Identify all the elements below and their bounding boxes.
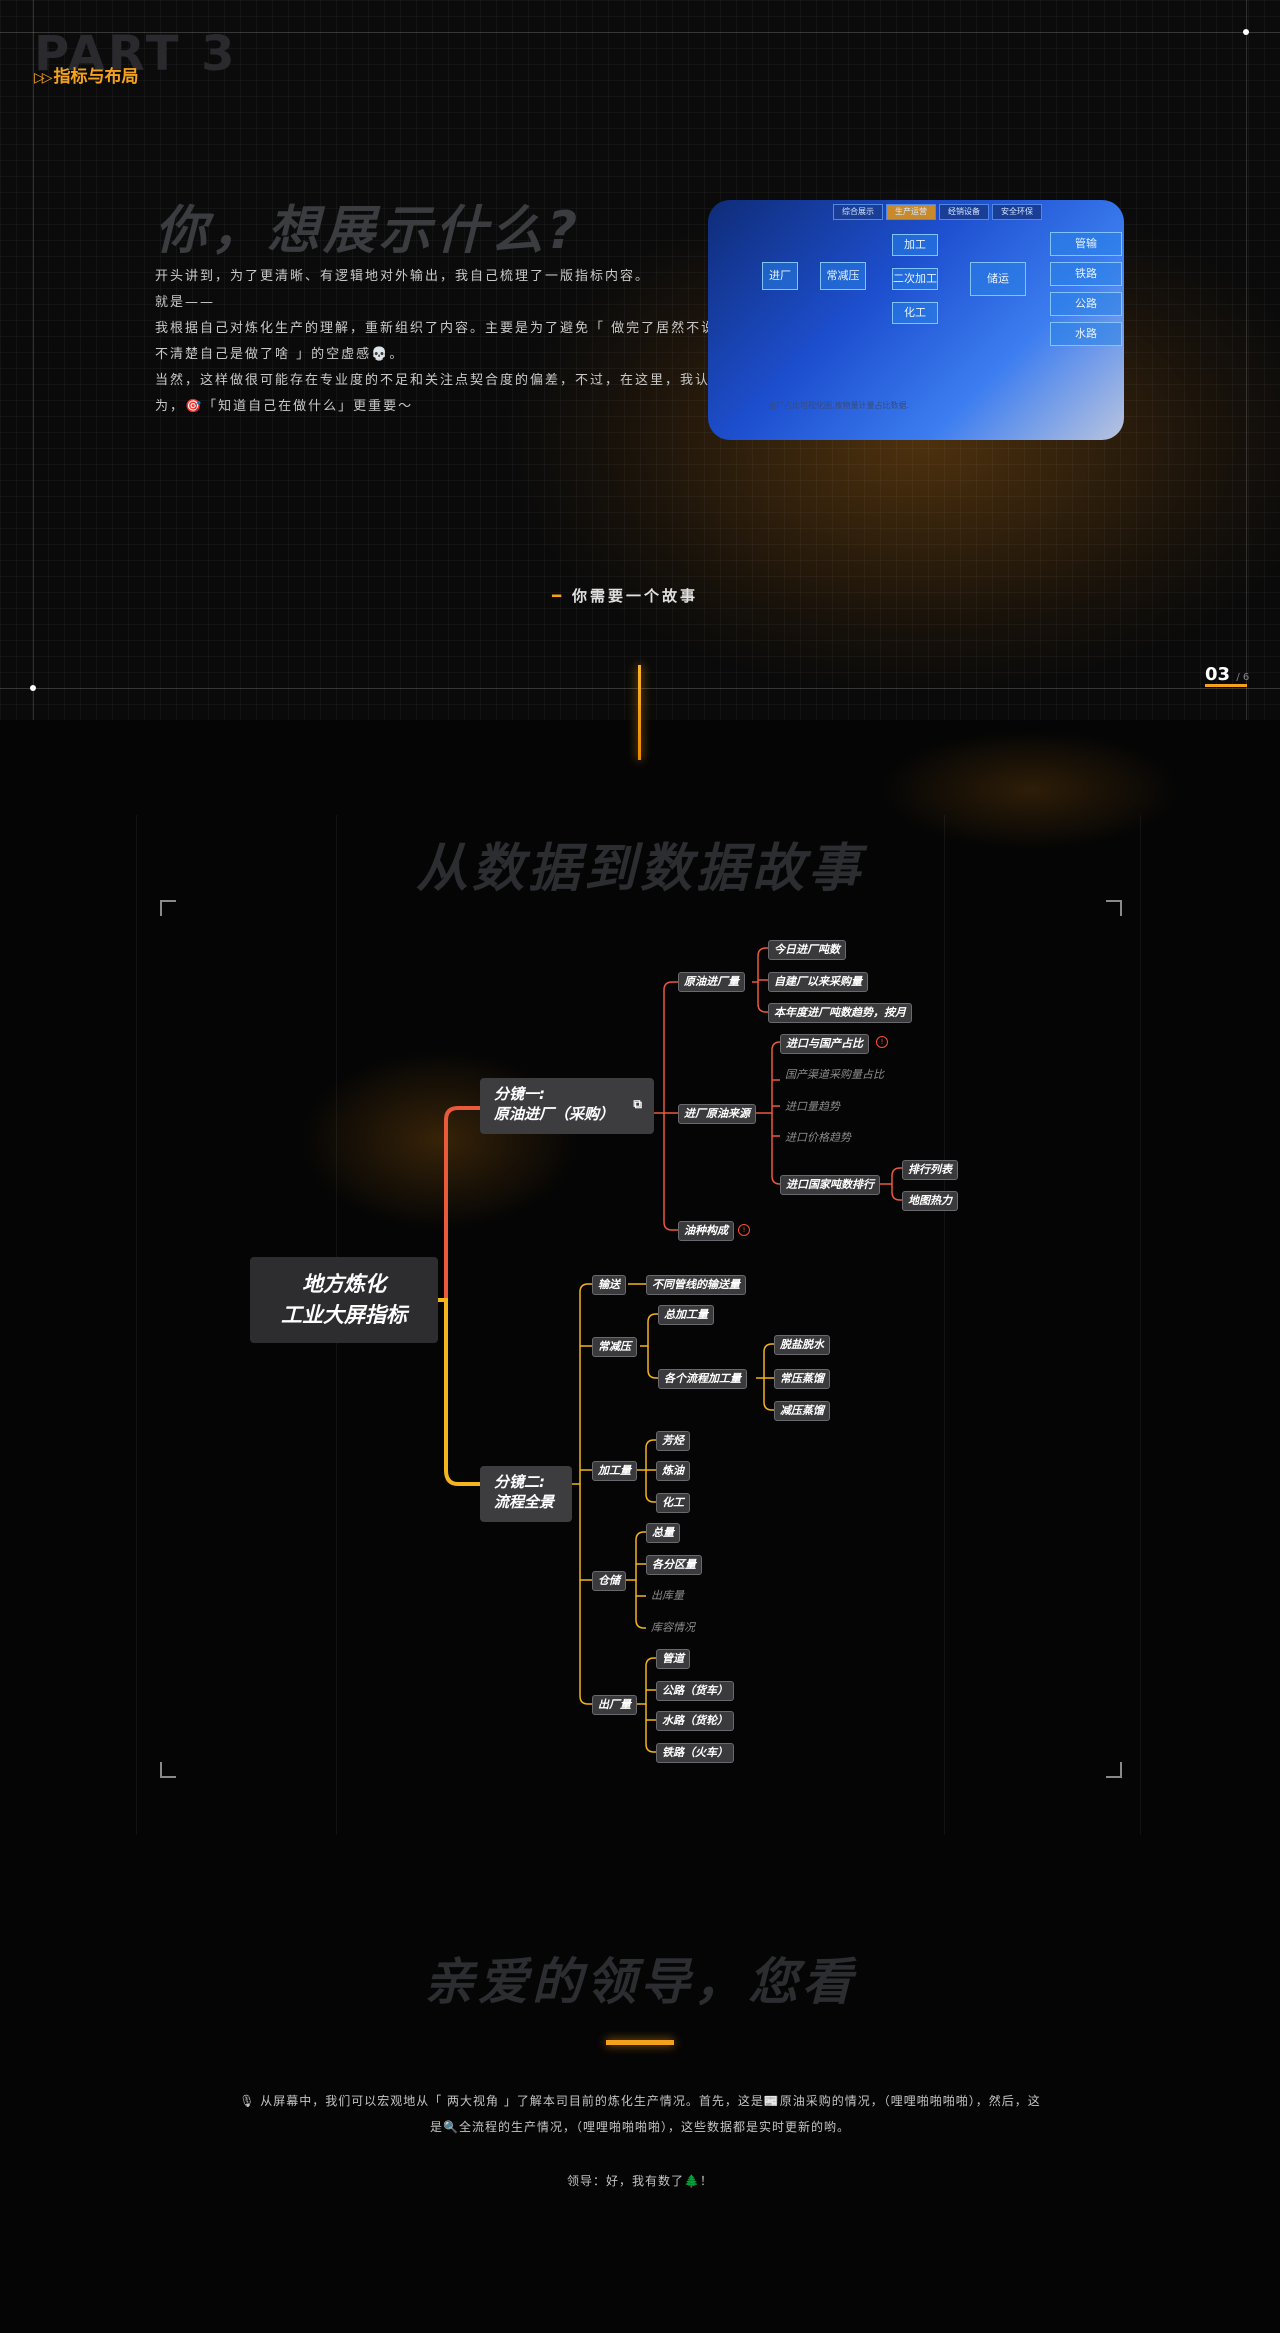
leader-reply: 领导：好，我有数了🌲！ xyxy=(567,2174,713,2188)
hero-guide-left xyxy=(33,0,34,720)
mindmap-node[interactable]: 地图热力 xyxy=(902,1191,958,1211)
photo-tab: 安全环保 xyxy=(992,204,1042,220)
corner-bracket xyxy=(1106,900,1122,916)
corner-bracket xyxy=(1106,1762,1122,1778)
mindmap-node[interactable]: 进口价格趋势 xyxy=(785,1131,851,1144)
hero-paragraph-4: 不清楚自己是做了啥 」的空虚感💀。 xyxy=(155,347,405,362)
alert-badge: ! xyxy=(738,1224,750,1236)
photo-box: 进厂 xyxy=(762,262,798,290)
mindmap-node[interactable]: 进口国家吨数排行 xyxy=(780,1175,880,1195)
mindmap-node[interactable]: 自建厂以来采购量 xyxy=(768,972,868,992)
photo-tab: 生产运营 xyxy=(886,204,936,220)
mindmap-node[interactable]: 各个流程加工量 xyxy=(658,1369,747,1389)
alert-badge: ! xyxy=(876,1036,888,1048)
part-number: PART 3 xyxy=(34,26,238,82)
photo-box: 管输 xyxy=(1050,232,1122,256)
hero-paragraph-2: 就是—— xyxy=(155,295,216,310)
dialogue-line: 🎙 从屏幕中，我们可以宏观地从「 两大视角 」了解本司目前的炼化生产情况。首先，… xyxy=(239,2094,1041,2108)
photo-box: 化工 xyxy=(892,302,938,324)
mindmap-node[interactable]: 出厂量 xyxy=(592,1695,637,1715)
hero-paragraph-5: 当然，这样做很可能存在专业度的不足和关注点契合度的偏差，不过，在这里，我认 xyxy=(155,373,711,388)
mindmap-node[interactable]: 不同管线的输送量 xyxy=(646,1275,746,1295)
mindmap-node[interactable]: 进口量趋势 xyxy=(785,1100,840,1113)
photo-tab: 综合展示 xyxy=(833,204,883,220)
branch-label: 分镜一: 原油进厂（采购） xyxy=(494,1085,615,1123)
mindmap-node[interactable]: 今日进厂吨数 xyxy=(768,940,846,960)
mindmap-node[interactable]: 芳烃 xyxy=(656,1431,690,1451)
hero-guide-top xyxy=(0,32,1280,33)
part-subtitle: ▷▷指标与布局 xyxy=(34,62,139,87)
ambient-glow xyxy=(880,730,1180,850)
page-indicator: 03 / 6 xyxy=(1205,664,1249,685)
frame-line xyxy=(944,815,945,1835)
mindmap-node[interactable]: 总加工量 xyxy=(658,1305,714,1325)
page-bar xyxy=(1205,684,1247,687)
hero-paragraph-6: 为，🎯「知道自己在做什么」更重要～ xyxy=(155,399,414,414)
mindmap-node[interactable]: 炼油 xyxy=(656,1461,690,1481)
frame-line xyxy=(1140,815,1141,1835)
title-underline xyxy=(606,2040,674,2045)
mindmap-node[interactable]: 库容情况 xyxy=(651,1621,695,1634)
mindmap-node[interactable]: 化工 xyxy=(656,1493,690,1513)
mindmap-node[interactable]: 铁路（火车） xyxy=(656,1743,734,1763)
branch-label: 分镜二: 流程全景 xyxy=(494,1473,555,1511)
photo-box: 储运 xyxy=(970,262,1026,296)
mindmap-node[interactable]: 总量 xyxy=(646,1523,680,1543)
mindmap-node[interactable]: 国产渠道采购量占比 xyxy=(785,1068,884,1081)
photo-box: 二次加工 xyxy=(892,268,938,290)
mindmap-node[interactable]: 油种构成 xyxy=(678,1221,734,1241)
mindmap-node[interactable]: 加工量 xyxy=(592,1461,637,1481)
hero-title: 你，想展示什么? xyxy=(155,201,582,261)
mindmap-root: 地方炼化 工业大屏指标 xyxy=(250,1257,438,1343)
crosshair-dot xyxy=(30,685,36,691)
mindmap-node[interactable]: 常压蒸馏 xyxy=(774,1369,830,1389)
story-label: ━ 你需要一个故事 xyxy=(552,585,698,606)
play-icon: ▷▷ xyxy=(34,70,52,86)
photo-caption: 出厂占比可视化图,按物量计量占比数据. xyxy=(768,401,910,410)
section-title: 亲爱的领导，您看 xyxy=(424,1953,856,2011)
corner-bracket xyxy=(160,1762,176,1778)
mindmap-node[interactable]: 管道 xyxy=(656,1649,690,1669)
external-link-icon[interactable]: ⧉ xyxy=(633,1097,642,1111)
frame-line xyxy=(136,815,137,1835)
photo-box: 公路 xyxy=(1050,292,1122,316)
dialogue-line: 是🔍全流程的生产情况，（哩哩啪啪啪啪），这些数据都是实时更新的哟。 xyxy=(430,2120,850,2134)
photo-box: 水路 xyxy=(1050,322,1122,346)
page-total: / 6 xyxy=(1236,672,1250,683)
mindmap-node[interactable]: 进口与国产占比 xyxy=(780,1034,869,1054)
branch-node-procurement[interactable]: 分镜一: 原油进厂（采购） ⧉ xyxy=(480,1078,654,1134)
mindmap-node[interactable]: 脱盐脱水 xyxy=(774,1335,830,1355)
mindmap-node[interactable]: 出库量 xyxy=(651,1589,684,1602)
mindmap-node[interactable]: 本年度进厂吨数趋势，按月 xyxy=(768,1003,912,1023)
scroll-connector-line xyxy=(638,665,641,760)
root-label: 地方炼化 工业大屏指标 xyxy=(281,1272,407,1327)
mindmap-node[interactable]: 输送 xyxy=(592,1275,626,1295)
crosshair-dot xyxy=(1243,29,1249,35)
mindmap-node[interactable]: 水路（货轮） xyxy=(656,1711,734,1731)
photo-box: 铁路 xyxy=(1050,262,1122,286)
mindmap-node[interactable]: 仓储 xyxy=(592,1571,626,1591)
page-number: 03 xyxy=(1205,664,1231,685)
mindmap-node[interactable]: 进厂原油来源 xyxy=(678,1104,756,1124)
part-subtitle-text: 指标与布局 xyxy=(53,67,139,87)
dashboard-photo: 综合展示 生产运营 经销设备 安全环保 进厂 常减压 加工 二次加工 化工 储运… xyxy=(708,200,1124,440)
mindmap-node[interactable]: 原油进厂量 xyxy=(678,972,745,992)
mindmap-node[interactable]: 常减压 xyxy=(592,1337,637,1357)
mindmap-node[interactable]: 减压蒸馏 xyxy=(774,1401,830,1421)
section-title: 从数据到数据故事 xyxy=(415,839,864,899)
photo-tab: 经销设备 xyxy=(939,204,989,220)
dash-icon: ━ xyxy=(552,587,565,605)
hero-guide-right xyxy=(1246,0,1247,720)
story-text: 你需要一个故事 xyxy=(572,587,699,605)
branch-node-process[interactable]: 分镜二: 流程全景 xyxy=(480,1466,572,1522)
photo-box: 常减压 xyxy=(820,262,866,290)
photo-box: 加工 xyxy=(892,234,938,256)
mindmap-node[interactable]: 各分区量 xyxy=(646,1555,702,1575)
mindmap-node[interactable]: 排行列表 xyxy=(902,1160,958,1180)
mindmap-node[interactable]: 公路（货车） xyxy=(656,1681,734,1701)
corner-bracket xyxy=(160,900,176,916)
hero-paragraph-3: 我根据自己对炼化生产的理解，重新组织了内容。主要是为了避免「 做完了居然不说 xyxy=(155,321,717,336)
hero-paragraph-1: 开头讲到，为了更清晰、有逻辑地对外输出，我自己梳理了一版指标内容。 xyxy=(155,269,651,284)
